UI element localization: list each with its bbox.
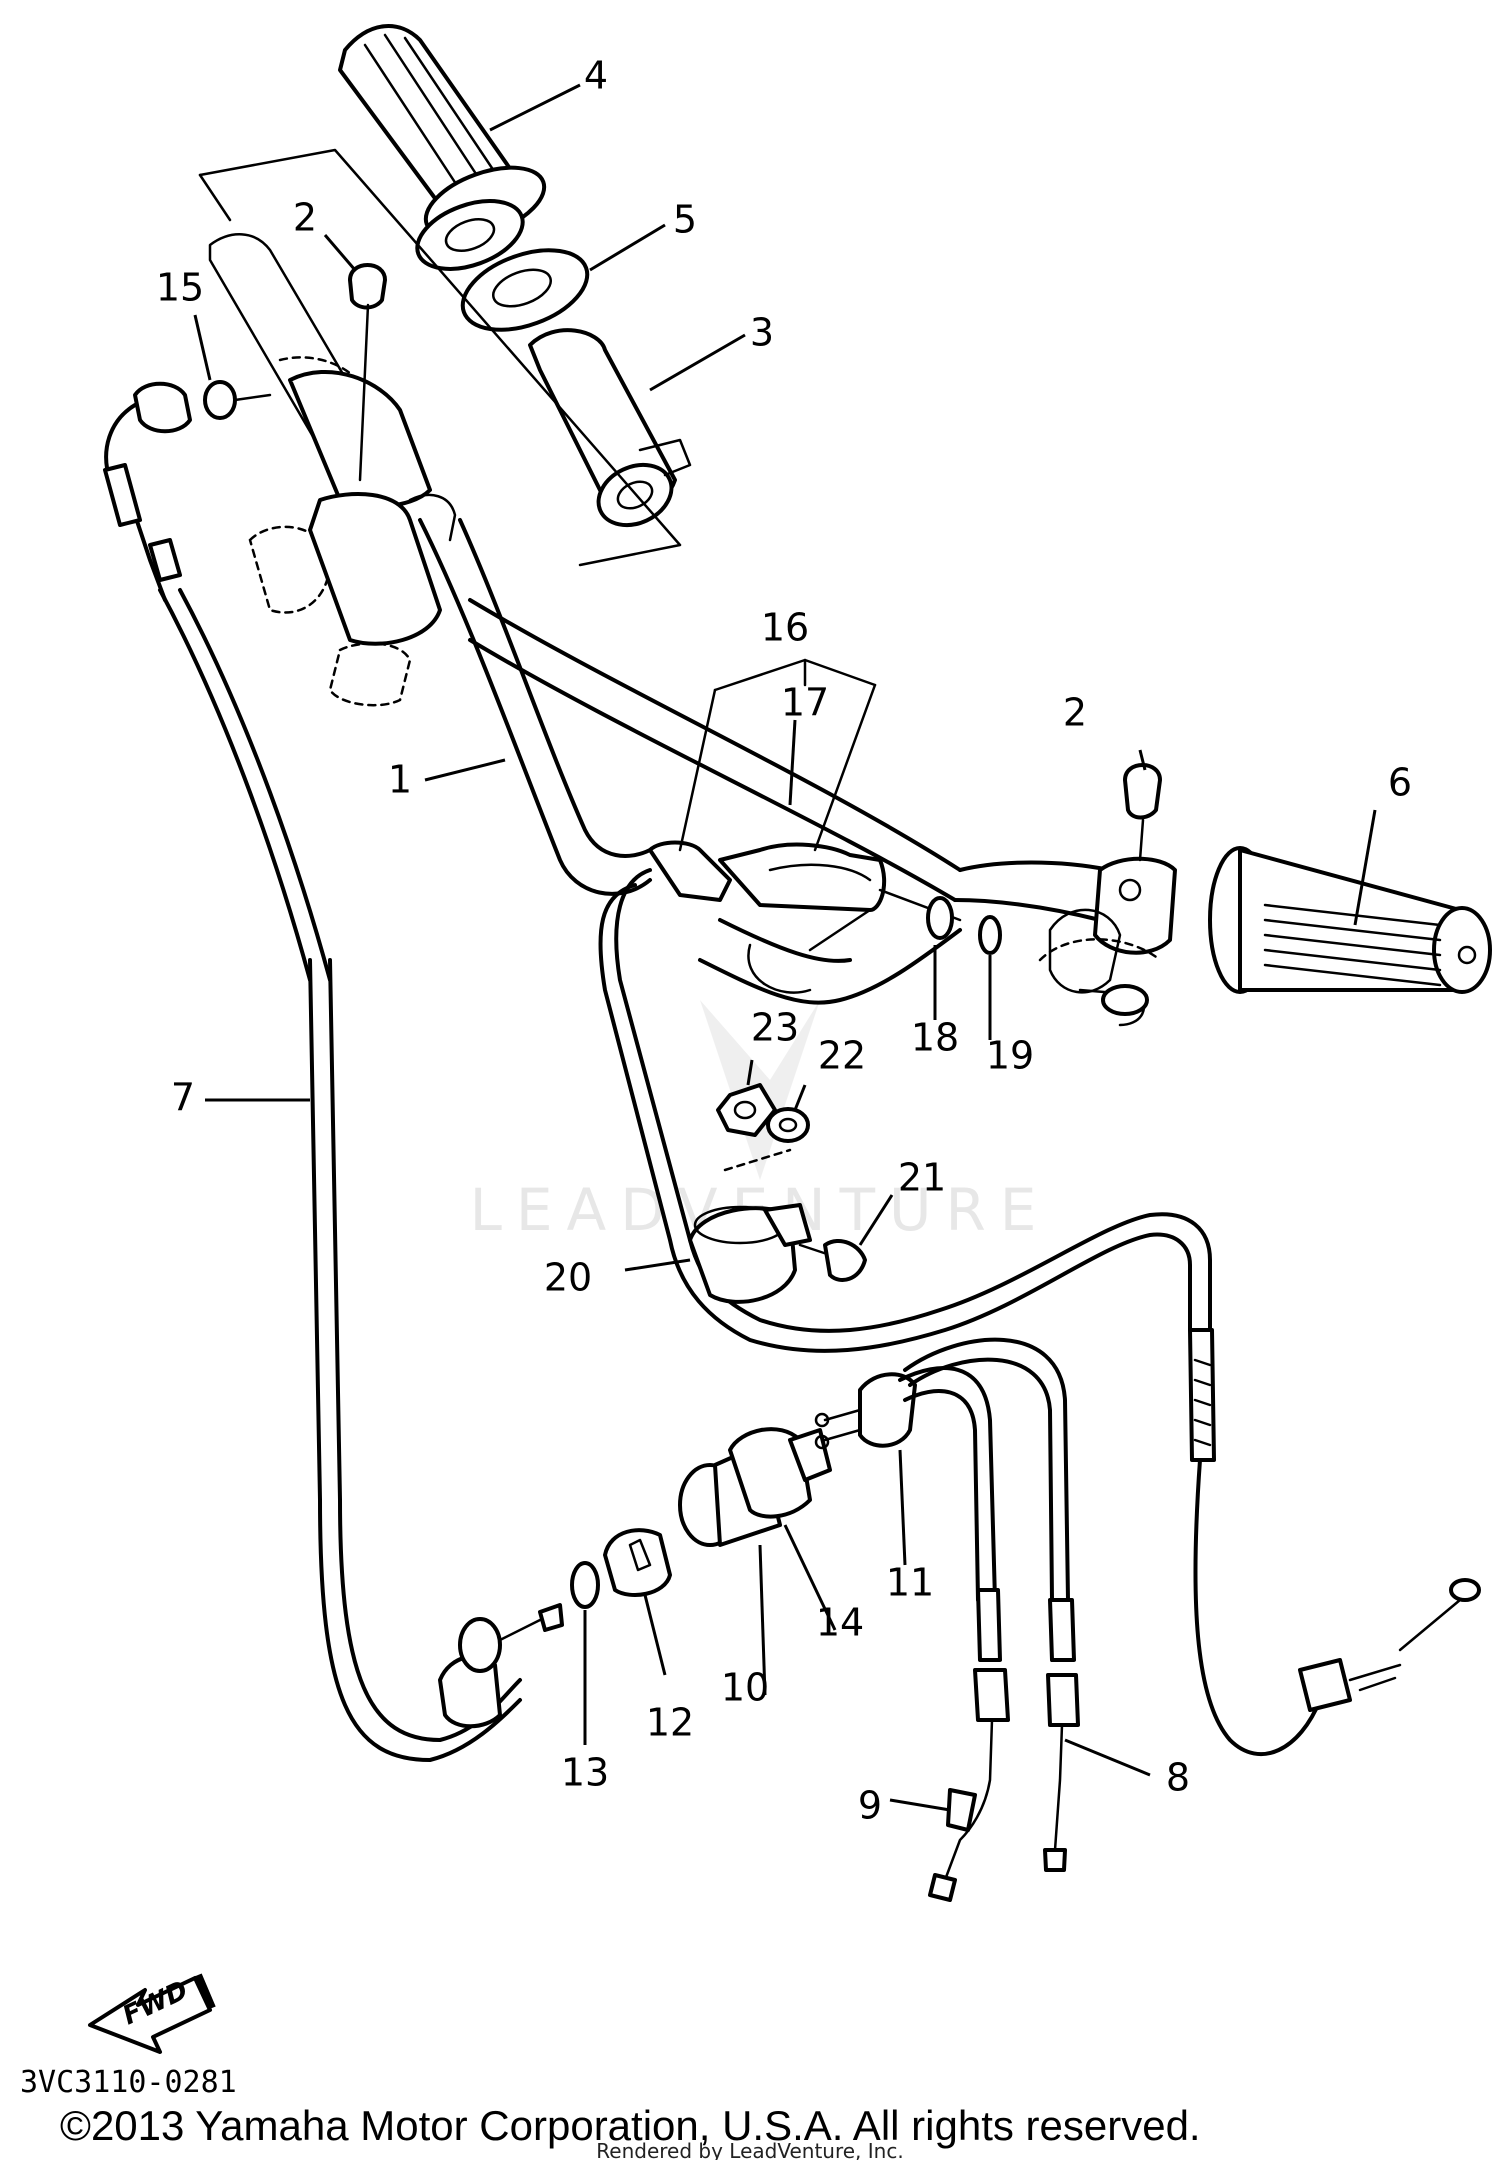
callout-9: 9 — [858, 1784, 882, 1828]
nut-23 — [716, 1083, 777, 1137]
callout-19: 19 — [986, 1034, 1034, 1078]
left-cap-2 — [348, 263, 387, 482]
clutch-cable-16 — [598, 840, 1212, 1353]
callout-11: 11 — [886, 1561, 934, 1605]
throttle-housing — [208, 233, 457, 707]
callout-2-right: 2 — [1063, 691, 1087, 735]
diagram-code: 3VC3110-0281 — [20, 2065, 237, 2100]
rendered-by-text: Rendered by LeadVenture, Inc. — [596, 2139, 903, 2160]
washer-22 — [766, 1107, 810, 1143]
callout-18: 18 — [911, 1016, 959, 1060]
callout-7: 7 — [171, 1076, 195, 1120]
group-bracket-right — [678, 658, 877, 952]
adjuster-15 — [133, 380, 272, 434]
callout-2-left: 2 — [293, 196, 317, 240]
callout-13: 13 — [561, 1751, 609, 1795]
switch-10 — [678, 1427, 832, 1547]
callout-12: 12 — [646, 1701, 694, 1745]
callout-23: 23 — [751, 1006, 799, 1050]
callout-17: 17 — [781, 681, 829, 725]
right-cap-2 — [1123, 763, 1162, 862]
callout-21: 21 — [898, 1156, 946, 1200]
callout-22: 22 — [818, 1034, 866, 1078]
throttle-tube-3 — [528, 328, 692, 528]
callouts: 4 5 3 2 15 1 7 16 17 2 6 18 19 23 22 21 … — [156, 54, 1412, 1828]
callout-4: 4 — [584, 54, 608, 98]
oring-13 — [570, 1561, 600, 1609]
handlebar — [418, 518, 1112, 1005]
callout-20: 20 — [544, 1256, 592, 1300]
callout-1: 1 — [388, 758, 412, 802]
cable-9 — [898, 1366, 1010, 1902]
copyright-text: ©2013 Yamaha Motor Corporation, U.S.A. A… — [60, 2102, 1201, 2149]
coupler-12 — [603, 1528, 672, 1597]
left-grip-ring-5 — [415, 199, 590, 332]
callout-6: 6 — [1388, 761, 1412, 805]
callout-15: 15 — [156, 266, 204, 310]
right-grip-6 — [1208, 846, 1492, 994]
clamp-20 — [688, 1148, 812, 1304]
callout-16: 16 — [761, 606, 809, 650]
right-lever-assembly — [1038, 856, 1177, 1027]
throttle-cable-7 — [103, 403, 564, 1762]
clutch-cable-end — [1188, 1328, 1481, 1757]
callout-3: 3 — [750, 311, 774, 355]
bolt-21 — [798, 1239, 867, 1282]
callout-10: 10 — [721, 1666, 769, 1710]
group-bracket-left — [198, 148, 682, 567]
callout-14: 14 — [816, 1601, 864, 1645]
cable-8 — [903, 1337, 1080, 1872]
callout-5: 5 — [673, 198, 697, 242]
connector-11 — [814, 1372, 917, 1450]
fwd-arrow-icon: FWD — [88, 1973, 216, 2054]
callout-8: 8 — [1166, 1756, 1190, 1800]
leader-lines — [193, 83, 1377, 1812]
